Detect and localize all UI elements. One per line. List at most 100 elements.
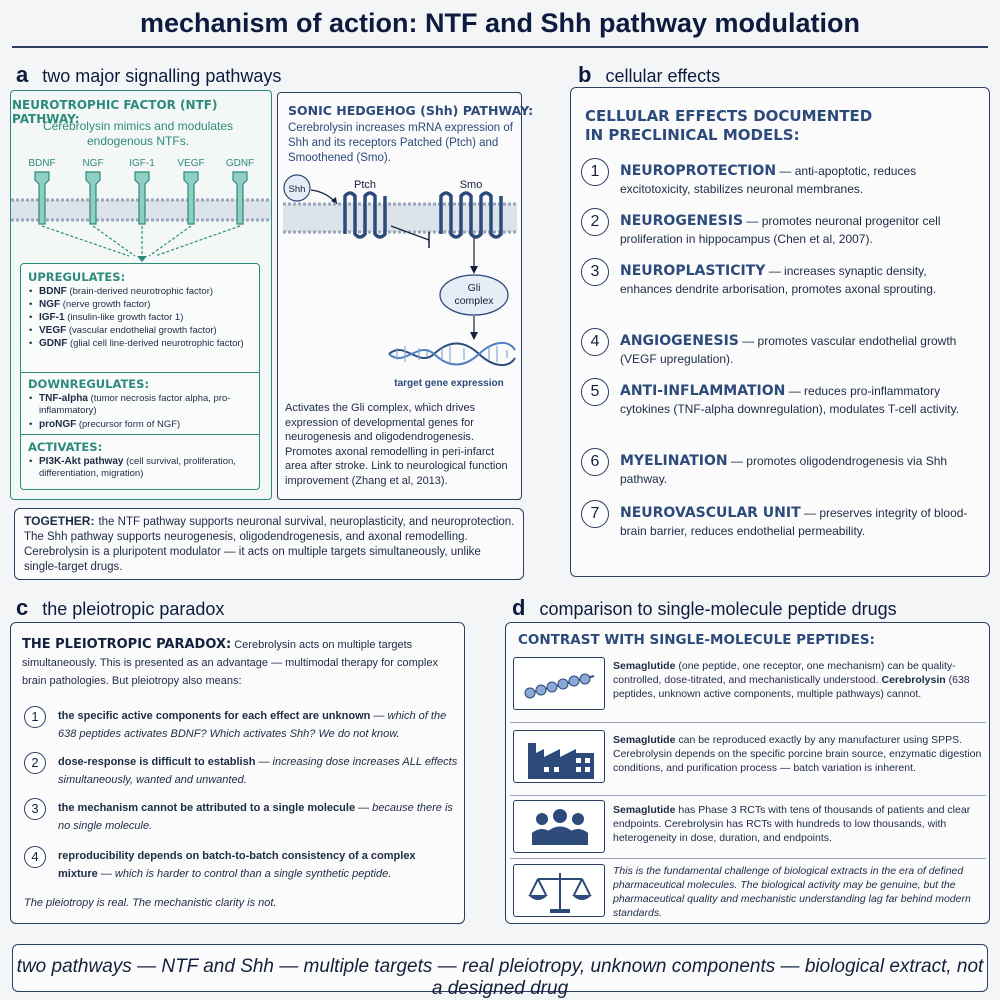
effect-number-badge: 1: [581, 158, 609, 186]
shh-pathway-diagram: Shh Ptch Smo Gli complex target gene exp…: [283, 174, 517, 389]
contrast-row-2: Semaglutide can be reproduced exactly by…: [613, 734, 982, 774]
contrast-row-1: Semaglutide (one peptide, one receptor, …: [613, 660, 970, 700]
section-d-title: comparison to single-molecule peptide dr…: [539, 599, 897, 619]
receptor-igf1-icon: [134, 171, 150, 225]
receptor-vegf-icon: [183, 171, 199, 225]
ptch-receptor-icon: [343, 191, 387, 239]
effect-item: NEUROPROTECTION — anti-apoptotic, reduce…: [620, 163, 917, 196]
row-divider: [510, 795, 986, 796]
ptch-label: Ptch: [354, 179, 376, 191]
people-icon: [513, 800, 605, 853]
cellular-effects-panel: [570, 87, 990, 577]
together-summary: TOGETHER:the NTF pathway supports neuron…: [24, 514, 516, 575]
effect-item: NEUROVASCULAR UNIT — preserves integrity…: [620, 505, 968, 538]
list-item: BDNF (brain-derived neurotrophic factor): [29, 286, 255, 298]
target-gene-label: target gene expression: [394, 378, 503, 389]
section-c-title: the pleiotropic paradox: [42, 599, 225, 619]
paradox-intro: THE PLEIOTROPIC PARADOX: Cerebrolysin ac…: [22, 636, 458, 690]
together-text: the NTF pathway supports neuronal surviv…: [24, 516, 515, 573]
section-a-heading: a two major signalling pathways: [16, 62, 281, 88]
together-label: TOGETHER:: [24, 514, 95, 528]
together-summary-box: [14, 508, 524, 580]
pleiotropic-paradox-panel: [10, 622, 465, 924]
signal-arrows: [41, 225, 241, 257]
row-divider: [510, 722, 986, 723]
receptor-label-bdnf: BDNF: [28, 158, 55, 169]
receptor-ngf-icon: [85, 171, 101, 225]
footer-summary: two pathways — NTF and Shh — multiple ta…: [16, 956, 984, 999]
paradox-point: dose-response is difficult to establish …: [58, 756, 458, 786]
paradox-point: reproducibility depends on batch-to-batc…: [58, 850, 416, 880]
effect-number-badge: 4: [581, 328, 609, 356]
section-c-heading: c the pleiotropic paradox: [16, 595, 224, 621]
paradox-point: the mechanism cannot be attributed to a …: [58, 802, 453, 832]
contrast-row-4: This is the fundamental challenge of bio…: [613, 865, 971, 919]
shh-label: Shh: [289, 184, 306, 195]
section-d-letter: d: [512, 595, 526, 620]
scales-icon: [513, 864, 605, 917]
dna-helix-icon: [388, 342, 516, 366]
list-divider: [21, 372, 259, 373]
effect-item: ANTI-INFLAMMATION — reduces pro-inflamma…: [620, 383, 960, 416]
section-b-letter: b: [578, 62, 592, 87]
effect-number-badge: 5: [581, 378, 609, 406]
effect-number-badge: 2: [581, 208, 609, 236]
upregulates-heading: UPREGULATES:: [28, 270, 126, 284]
title-divider: [12, 46, 988, 48]
list-item: TNF-alpha (tumor necrosis factor alpha, …: [29, 393, 255, 417]
receptor-bdnf-icon: [34, 171, 50, 225]
receptor-label-vegf: VEGF: [177, 158, 204, 169]
smo-label: Smo: [460, 179, 483, 191]
factory-icon: [513, 730, 605, 783]
list-item: IGF-1 (insulin-like growth factor 1): [29, 312, 255, 324]
shh-pathway-subtitle: Cerebrolysin increases mRNA expression o…: [288, 122, 513, 164]
effect-number-badge: 3: [581, 258, 609, 286]
list-item: PI3K-Akt pathway (cell survival, prolife…: [29, 456, 255, 480]
receptor-labels: BDNF NGF IGF-1 VEGF GDNF: [28, 158, 254, 169]
contrast-row-3: Semaglutide has Phase 3 RCTs with tens o…: [613, 804, 971, 844]
receptor-label-igf1: IGF-1: [129, 158, 155, 169]
receptor-label-ngf: NGF: [82, 158, 103, 169]
receptor-gdnf-icon: [232, 171, 248, 225]
section-a-title: two major signalling pathways: [42, 66, 282, 86]
effect-item: NEUROPLASTICITY — increases synaptic den…: [620, 263, 937, 296]
shh-ligand-icon: [283, 174, 311, 202]
peptide-chain-icon: [513, 657, 605, 710]
gli-label-line2: complex: [454, 295, 494, 307]
effect-item: ANGIOGENESIS — promotes vascular endothe…: [620, 333, 957, 366]
row-divider: [510, 858, 986, 859]
list-divider: [21, 434, 259, 435]
paradox-closing: The pleiotropy is real. The mechanistic …: [24, 897, 277, 909]
gli-label-line1: Gli: [468, 282, 481, 294]
section-b-title: cellular effects: [605, 66, 721, 86]
ntf-pathway-subtitle: Cerebrolysin mimics and modulates endoge…: [42, 119, 234, 148]
section-c-letter: c: [16, 595, 29, 620]
shh-pathway-title: SONIC HEDGEHOG (Shh) PATHWAY:: [288, 103, 534, 118]
ntf-pathway-title: NEUROTROPHIC FACTOR (NTF) PATHWAY:: [12, 98, 218, 126]
paradox-number-badge: 3: [24, 798, 46, 820]
activates-heading: ACTIVATES:: [28, 440, 103, 454]
list-item: GDNF (glial cell line-derived neurotroph…: [29, 338, 255, 350]
receptor-label-gdnf: GDNF: [226, 158, 254, 169]
footer-summary-box: [12, 944, 988, 992]
paradox-number-badge: 1: [24, 706, 46, 728]
smo-receptor-icon: [439, 191, 503, 239]
ntf-receptor-diagram: BDNF NGF IGF-1 VEGF GDNF: [11, 158, 271, 262]
section-a-letter: a: [16, 62, 29, 87]
cellular-effects-title: CELLULAR EFFECTS DOCUMENTED IN PRECLINIC…: [585, 107, 873, 144]
paradox-intro-label: THE PLEIOTROPIC PARADOX:: [22, 637, 232, 652]
paradox-number-badge: 2: [24, 752, 46, 774]
gli-complex-icon: [439, 274, 509, 316]
paradox-number-badge: 4: [24, 846, 46, 868]
effect-number-badge: 7: [581, 500, 609, 528]
paradox-intro-text: Cerebrolysin acts on multiple targets si…: [22, 639, 438, 687]
contrast-title: CONTRAST WITH SINGLE-MOLECULE PEPTIDES:: [518, 632, 875, 648]
shh-pathway-description: Activates the Gli complex, which drives …: [285, 402, 508, 487]
section-b-heading: b cellular effects: [578, 62, 720, 88]
effect-item: MYELINATION — promotes oligodendrogenesi…: [620, 453, 948, 486]
effect-number-badge: 6: [581, 448, 609, 476]
effect-item: NEUROGENESIS — promotes neuronal progeni…: [620, 213, 941, 246]
list-item: VEGF (vascular endothelial growth factor…: [29, 325, 255, 337]
section-d-heading: d comparison to single-molecule peptide d…: [512, 595, 897, 621]
paradox-point: the specific active components for each …: [58, 710, 447, 740]
